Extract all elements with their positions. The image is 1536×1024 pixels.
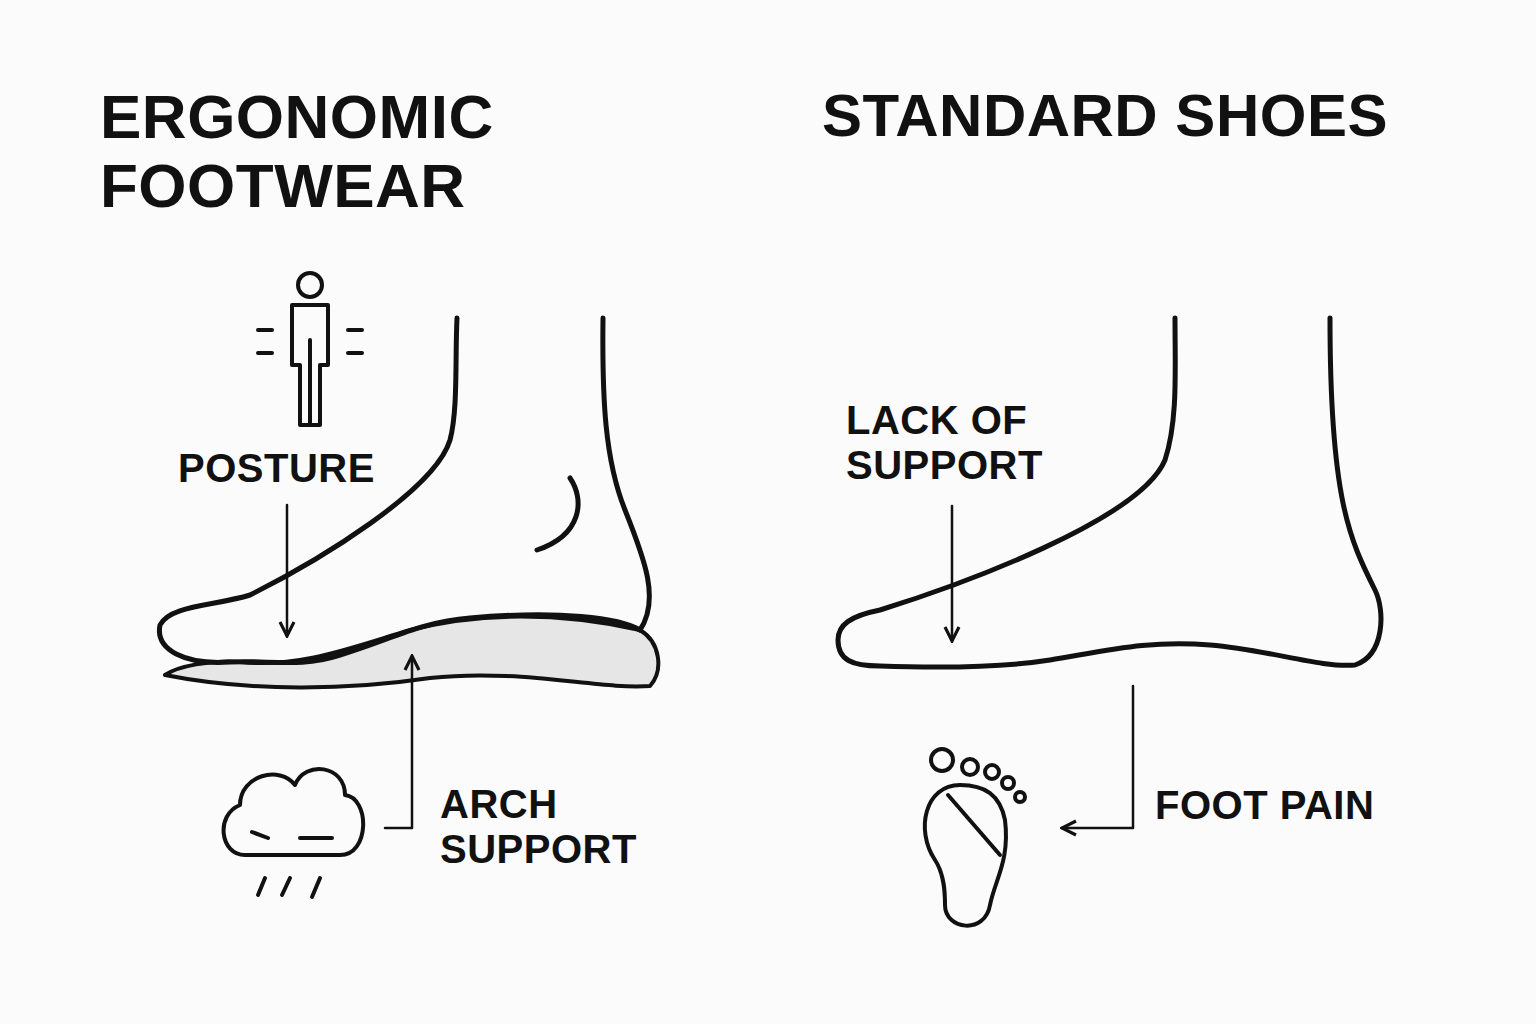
callout-label: POSTURE (178, 446, 418, 491)
posture-icon (258, 273, 362, 425)
ergonomic-foot (159, 318, 658, 687)
callout-label: LACK OF SUPPORT (846, 398, 1086, 488)
callout-label: ARCH SUPPORT (440, 782, 670, 872)
leader-arrows (287, 505, 1133, 828)
heading: ERGONOMIC FOOTWEAR (100, 82, 580, 221)
heading: STANDARD SHOES (822, 82, 1482, 149)
callout-label: FOOT PAIN (1155, 783, 1415, 828)
foot-pain-icon (925, 749, 1025, 926)
cloud-icon (224, 769, 364, 897)
standard-foot (838, 318, 1381, 667)
